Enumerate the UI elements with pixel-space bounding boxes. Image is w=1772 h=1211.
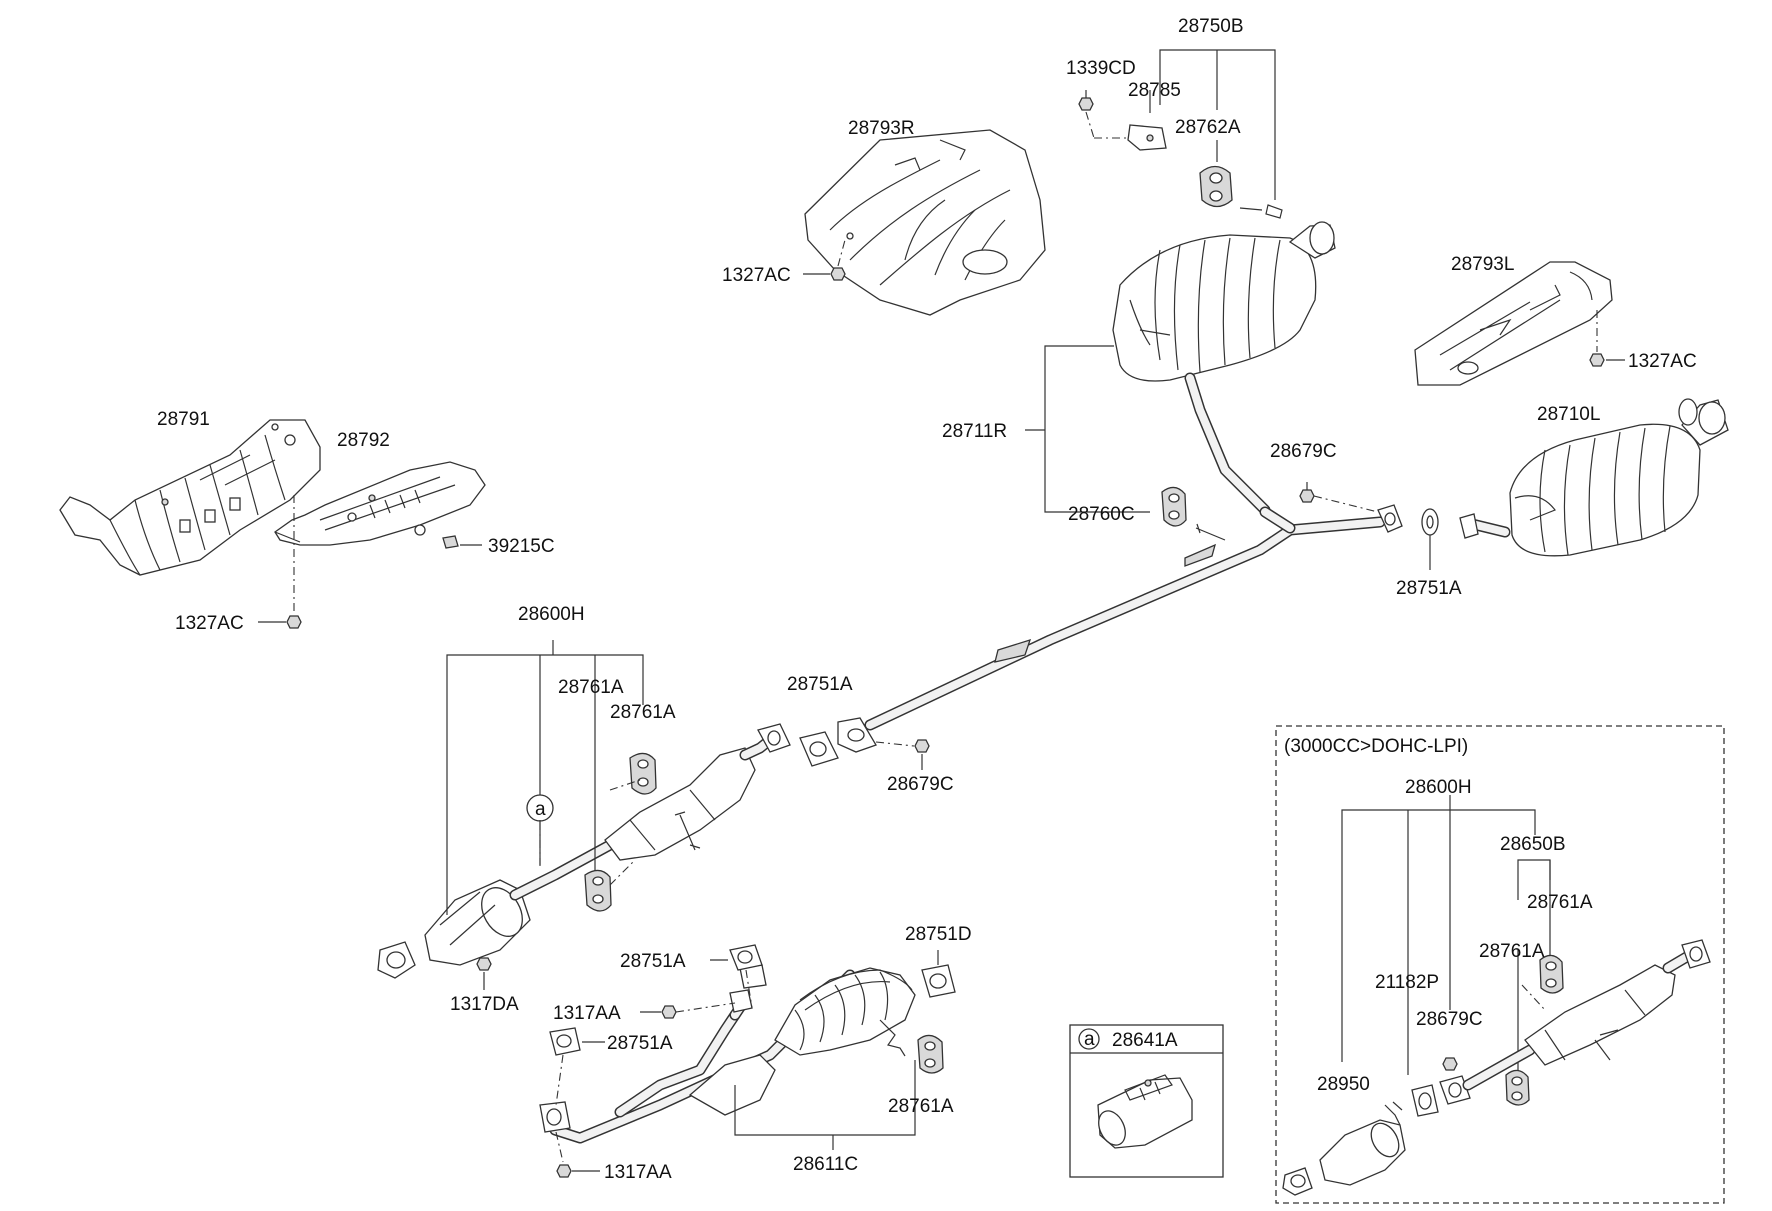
leader-28711R xyxy=(1025,345,1150,513)
clip-39215C xyxy=(442,535,482,549)
label-28611C: 28611C xyxy=(793,1154,858,1175)
heat-shield-28793R xyxy=(804,129,1046,316)
nut-1317DA xyxy=(476,957,492,990)
label-28751A-right: 28751A xyxy=(1396,578,1462,599)
label-28792: 28792 xyxy=(337,430,390,451)
label-28679C-variant: 28679C xyxy=(1416,1009,1483,1030)
nut-1317AA-bot xyxy=(555,1131,600,1178)
label-variant: (3000CC>DOHC-LPI) xyxy=(1284,736,1468,757)
label-28761A-variant-2: 28761A xyxy=(1479,941,1545,962)
nut-28679C-low xyxy=(875,739,930,770)
label-28711R: 28711R xyxy=(942,421,1007,442)
label-28950: 28950 xyxy=(1317,1074,1370,1095)
label-1339CD: 1339CD xyxy=(1066,58,1136,79)
label-28761A-variant-1: 28761A xyxy=(1527,892,1593,913)
label-28650B: 28650B xyxy=(1500,834,1566,855)
nut-28679C-mid xyxy=(1299,482,1379,513)
rubber-hanger-28761A-lower xyxy=(584,859,636,912)
label-28679C-low: 28679C xyxy=(887,774,954,795)
label-28785: 28785 xyxy=(1128,80,1181,101)
rubber-hanger-28761A-upper xyxy=(609,752,657,795)
label-callout-a: a xyxy=(535,799,546,820)
nut-1327AC-right xyxy=(1589,310,1625,367)
label-28751D: 28751D xyxy=(905,924,972,945)
leader-28600H xyxy=(446,640,644,915)
label-28793L: 28793L xyxy=(1451,254,1514,275)
leader-28611C xyxy=(734,1060,916,1150)
label-28750B: 28750B xyxy=(1178,16,1244,37)
label-28791: 28791 xyxy=(157,409,210,430)
inset-clamp-28641A xyxy=(1069,1024,1224,1178)
label-inset-a: a xyxy=(1084,1029,1095,1050)
heat-shield-28792 xyxy=(274,461,486,546)
nut-1327AC-top xyxy=(803,239,846,281)
label-28600H: 28600H xyxy=(518,604,585,625)
label-28751A-mid: 28751A xyxy=(787,674,853,695)
muffler-28711R xyxy=(1112,221,1336,516)
label-28761A-b: 28761A xyxy=(610,702,676,723)
label-1327AC-top: 1327AC xyxy=(722,265,791,286)
gasket-28751A-b2 xyxy=(549,1027,605,1106)
label-21182P: 21182P xyxy=(1375,972,1439,993)
front-pipe-28600H xyxy=(377,723,791,979)
callout-a xyxy=(526,794,554,868)
label-28762A: 28762A xyxy=(1175,117,1241,138)
rubber-hanger-28760C xyxy=(1161,486,1187,527)
gasket-28751A-right xyxy=(1421,508,1439,570)
label-1317AA-bot: 1317AA xyxy=(604,1162,672,1183)
label-28679C-mid: 28679C xyxy=(1270,441,1337,462)
label-39215C: 39215C xyxy=(488,536,555,557)
centre-pipe xyxy=(837,504,1403,753)
gasket-28751A-b1 xyxy=(710,944,763,1009)
label-28751A-b2: 28751A xyxy=(607,1033,673,1054)
label-1317DA: 1317DA xyxy=(450,994,519,1015)
label-28751A-b1: 28751A xyxy=(620,951,686,972)
label-1317AA-top: 1317AA xyxy=(553,1003,621,1024)
label-28793R: 28793R xyxy=(848,118,915,139)
label-28641A: 28641A xyxy=(1112,1030,1178,1051)
hanger-group-28750B xyxy=(1078,49,1283,219)
heat-shield-28791 xyxy=(59,419,321,576)
variant-box-3000cc xyxy=(1275,725,1725,1204)
nut-1327AC-left xyxy=(258,495,302,629)
heat-shield-28793L xyxy=(1414,261,1613,386)
label-28761A-a: 28761A xyxy=(558,677,624,698)
label-28710L: 28710L xyxy=(1537,404,1600,425)
nut-1317AA-top xyxy=(640,1002,736,1019)
muffler-28710L xyxy=(1459,398,1729,557)
label-1327AC-left: 1327AC xyxy=(175,613,244,634)
gasket-28751A-mid xyxy=(799,731,839,767)
gasket-28751D xyxy=(921,950,956,998)
label-28761A-c: 28761A xyxy=(888,1096,954,1117)
label-28760C: 28760C xyxy=(1068,504,1135,525)
label-1327AC-right: 1327AC xyxy=(1628,351,1697,372)
label-28600H-variant: 28600H xyxy=(1405,777,1472,798)
front-pipe-28611C xyxy=(539,964,916,1144)
part-labels: 28750B 1339CD 28785 28762A 28793R 1327AC… xyxy=(157,16,1697,1183)
rubber-hanger-28761A-c xyxy=(917,1034,944,1074)
